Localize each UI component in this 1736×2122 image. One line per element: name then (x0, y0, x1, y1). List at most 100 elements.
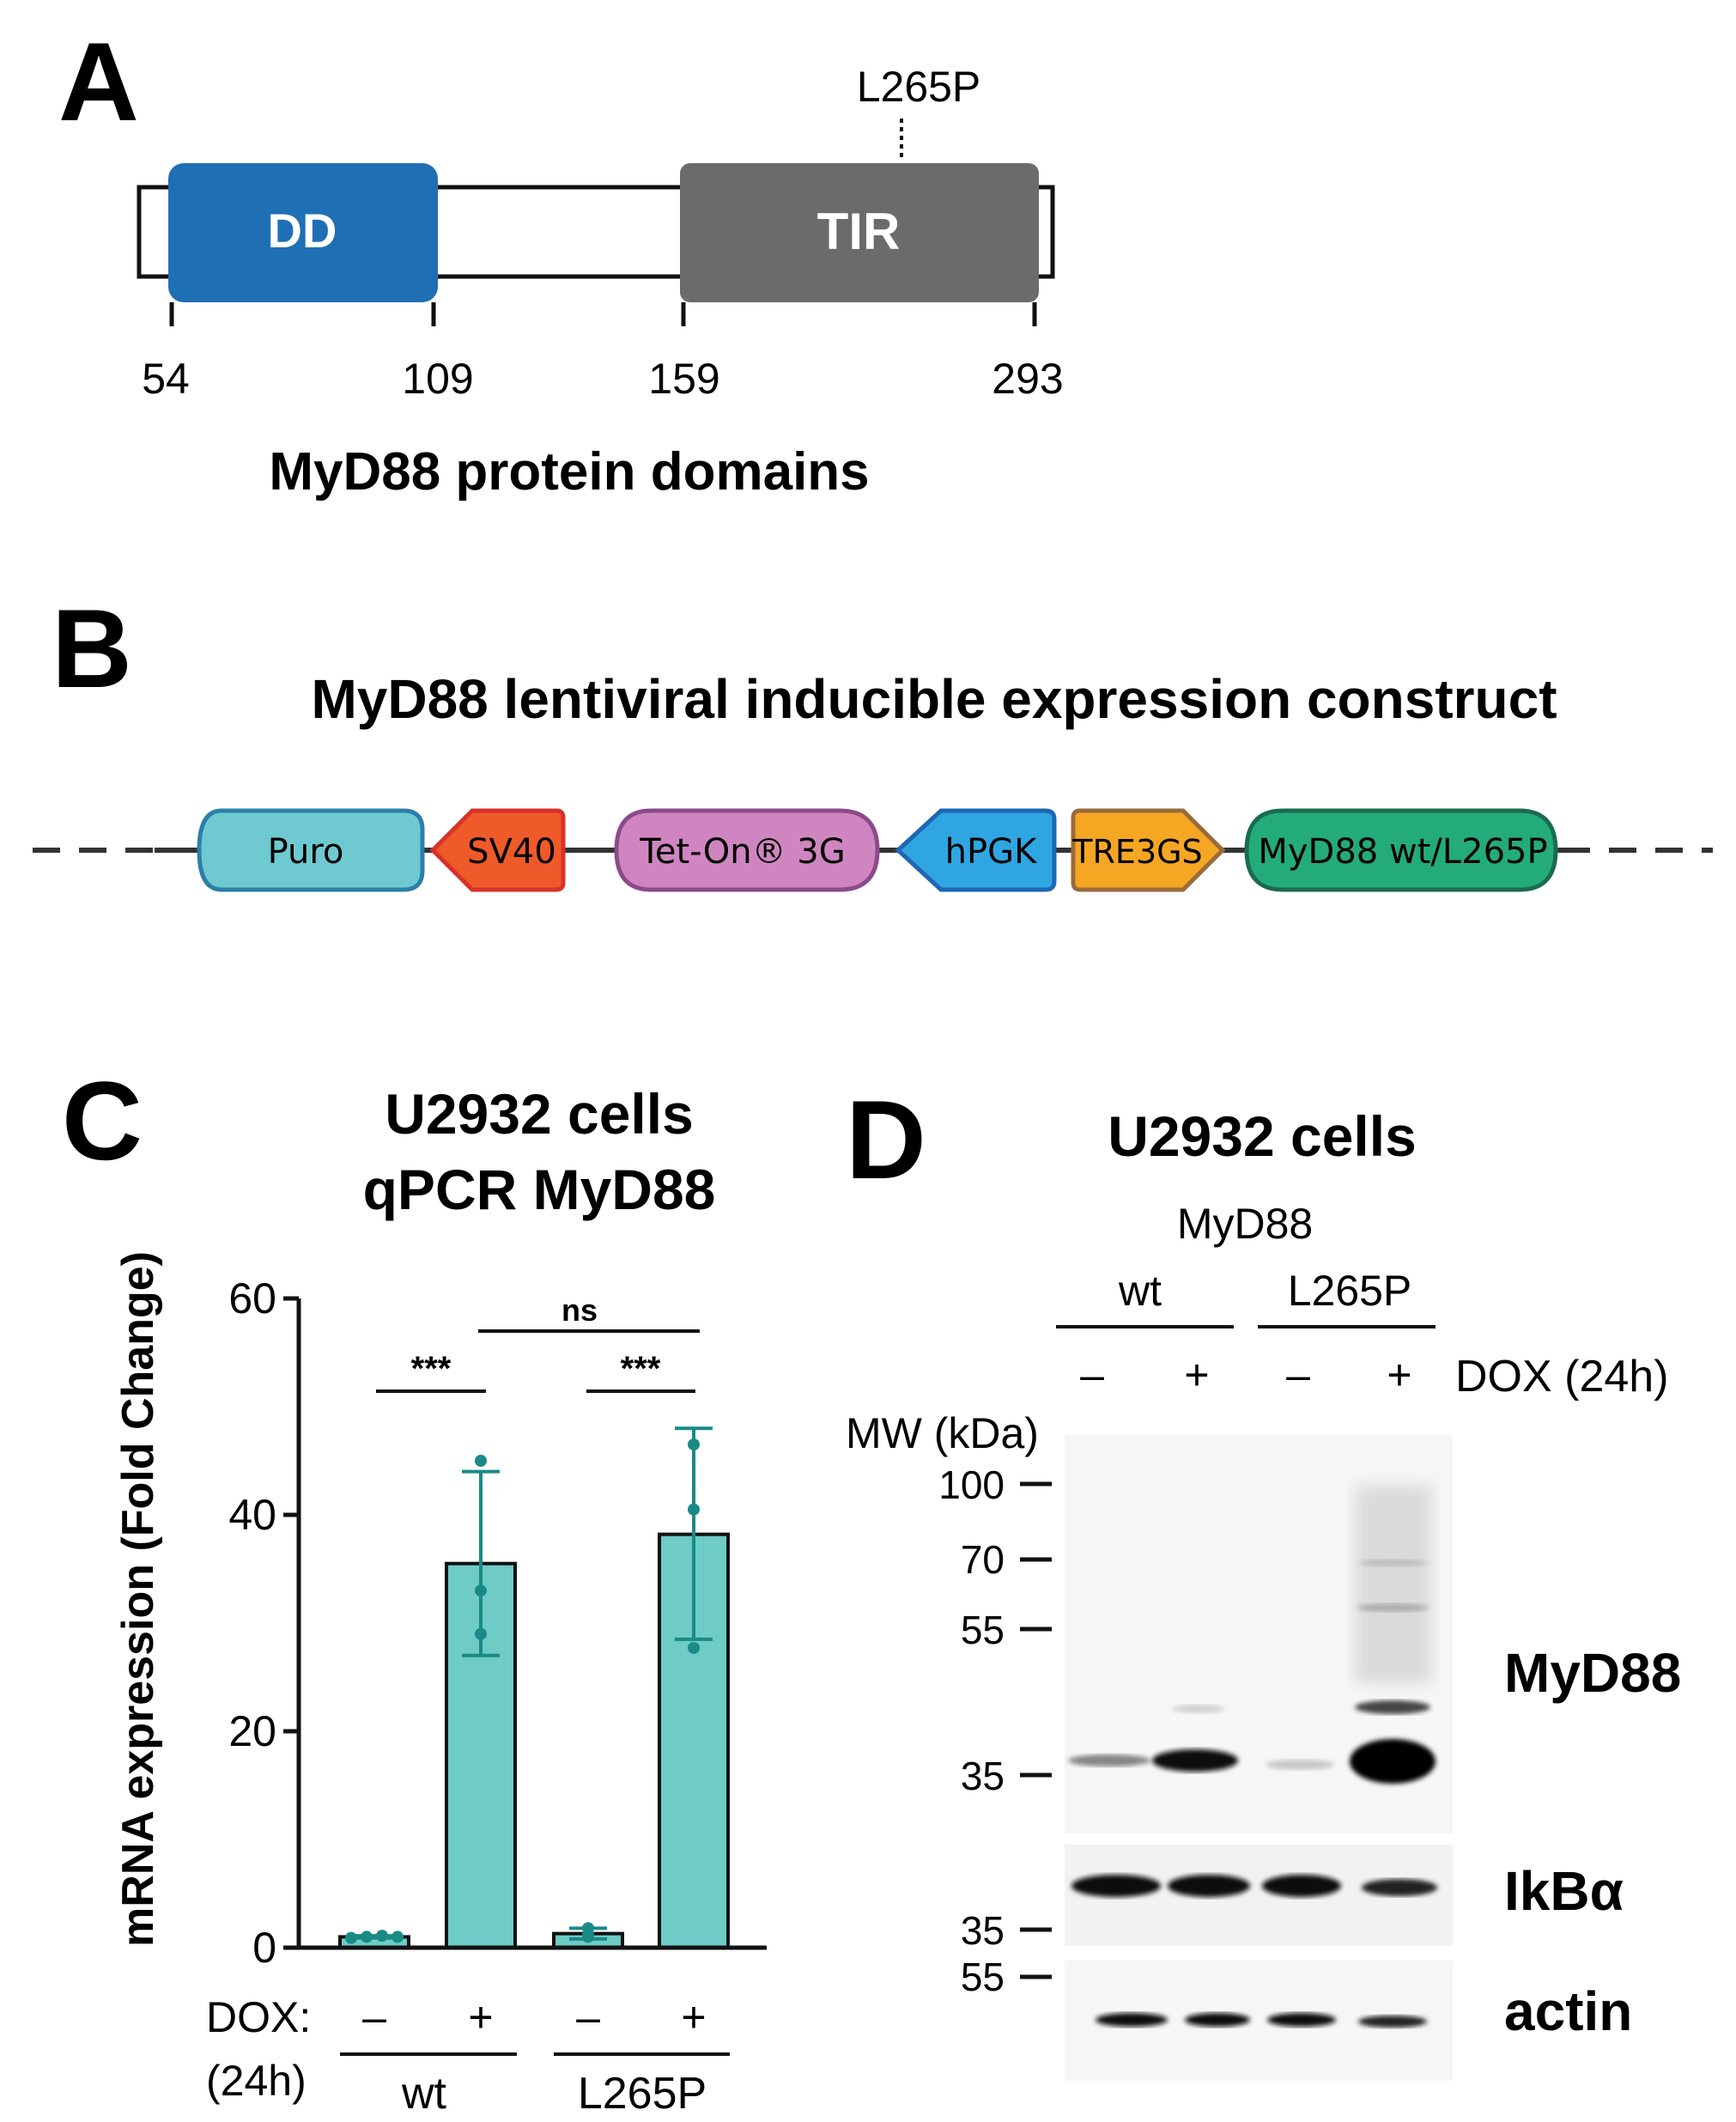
band-myd88-1 (1068, 1754, 1150, 1766)
group-wt: wt (401, 2069, 447, 2119)
data-point (361, 1930, 373, 1943)
blot-dox-3: – (1286, 1351, 1310, 1399)
y-axis-label: mRNA expression (Fold Change) (113, 1251, 163, 1947)
pos-159: 159 (648, 355, 719, 403)
panel-d: D U2932 cells MyD88 wt L265P – + – + DOX… (846, 1077, 1681, 2081)
mutation-label: L265P (857, 63, 981, 111)
panel-c-title-1: U2932 cells (385, 1082, 694, 1146)
ikba-bands (1071, 1875, 1437, 1897)
mw-70: 70 (961, 1537, 1005, 1582)
band-myd88-2-faint (1173, 1705, 1224, 1713)
data-point (475, 1627, 487, 1640)
blot-header: MyD88 (1177, 1200, 1313, 1248)
puro-element (197, 808, 425, 892)
myd88-bands (1068, 1486, 1436, 1784)
dox-sign-2: + (468, 1993, 493, 2041)
dox-label: DOX: (206, 1993, 311, 2041)
panel-c-letter: C (62, 1058, 143, 1183)
panel-b-letter: B (52, 586, 132, 711)
panel-b: B MyD88 lentiviral inducible expression … (33, 586, 1713, 892)
band-actin-3 (1267, 2013, 1336, 2027)
data-point (688, 1641, 700, 1654)
data-point (688, 1503, 700, 1516)
y-tick-label: 40 (228, 1491, 276, 1539)
panel-c: C U2932 cells qPCR MyD88 mRNA expression… (62, 1058, 767, 2119)
panel-d-letter: D (846, 1077, 926, 1202)
sig-between: ns (561, 1292, 598, 1328)
dox-sign-4: + (681, 1993, 706, 2041)
y-tick-label: 20 (228, 1707, 276, 1755)
actin-bands (1096, 2013, 1427, 2028)
panel-d-title: U2932 cells (1108, 1104, 1417, 1168)
panel-b-title: MyD88 lentiviral inducible expression co… (311, 668, 1557, 730)
blot-dox-2: + (1184, 1351, 1209, 1399)
mw-mid-35: 35 (961, 1908, 1005, 1953)
pos-54: 54 (142, 355, 190, 403)
panel-a-caption: MyD88 protein domains (269, 442, 869, 502)
band-ikba-1 (1071, 1875, 1161, 1897)
group-l265p: L265P (578, 2069, 707, 2119)
blot-dox-4: + (1387, 1351, 1411, 1399)
dox-sign-1: – (362, 1993, 386, 2041)
band-ikba-2 (1168, 1875, 1250, 1897)
data-point (475, 1584, 487, 1597)
myd88-label: MyD88 wt/L265P (1258, 832, 1547, 872)
smear-myd88-4 (1355, 1486, 1432, 1683)
mw-bot-55: 55 (961, 1955, 1005, 1999)
sig-l265p: *** (621, 1350, 661, 1388)
mw-label: MW (kDa) (846, 1409, 1039, 1457)
dox-sub: (24h) (206, 2057, 307, 2105)
band-ikba-3 (1262, 1875, 1341, 1897)
blot-label-actin: actin (1504, 1980, 1632, 2042)
band-actin-4 (1358, 2016, 1427, 2028)
data-point (582, 1928, 594, 1941)
teton-element (614, 808, 880, 892)
hpgk-label: hPGK (945, 832, 1038, 872)
tre3gs-element (1071, 808, 1226, 892)
band-myd88-3 (1266, 1760, 1334, 1770)
data-point (376, 1930, 388, 1943)
tir-label: TIR (817, 203, 901, 260)
sv40-element (429, 808, 566, 892)
error-bars (355, 1426, 713, 1941)
data-points (345, 1438, 700, 1944)
bar-series (338, 1532, 730, 1950)
band-myd88-4-hmw-2 (1358, 1560, 1427, 1566)
panel-c-title-2: qPCR MyD88 (363, 1158, 716, 1221)
data-point (475, 1455, 487, 1467)
panel-a: A L265P DD TIR 54 109 159 293 MyD88 prot… (58, 19, 1064, 502)
band-myd88-4 (1350, 1739, 1436, 1784)
band-actin-1 (1096, 2013, 1168, 2027)
mw-35: 35 (961, 1754, 1005, 1798)
blot-group-l265p: L265P (1288, 1267, 1412, 1315)
data-point (392, 1930, 404, 1943)
sv40-label: SV40 (467, 832, 556, 872)
teton-label: Tet-On® 3G (639, 832, 845, 872)
dox-sign-3: – (576, 1993, 600, 2041)
band-ikba-4 (1362, 1879, 1437, 1896)
pos-109: 109 (402, 355, 473, 403)
band-actin-2 (1185, 2013, 1250, 2027)
dd-domain (168, 163, 438, 302)
band-myd88-4-hmw (1357, 1603, 1429, 1612)
blot-label-ikba: IkBα (1504, 1860, 1624, 1922)
blot-dox-1: – (1080, 1351, 1104, 1399)
blot-group-wt: wt (1118, 1267, 1162, 1315)
panel-a-letter: A (58, 19, 139, 144)
y-tick-label: 0 (252, 1924, 276, 1972)
mw-55: 55 (961, 1608, 1005, 1652)
dd-label: DD (268, 204, 337, 258)
blot-label-myd88: MyD88 (1504, 1642, 1681, 1704)
myd88-element (1244, 808, 1558, 892)
mw-100: 100 (938, 1462, 1005, 1507)
data-point (688, 1438, 700, 1451)
y-axis: 0 20 40 60 (228, 1274, 301, 1972)
data-point (345, 1931, 357, 1944)
band-myd88-2 (1152, 1749, 1238, 1772)
y-tick-label: 60 (228, 1274, 276, 1322)
band-myd88-4-dimer (1355, 1700, 1430, 1714)
pos-293: 293 (992, 355, 1063, 403)
tre3gs-label: TRE3GS (1071, 833, 1202, 871)
sig-wt: *** (411, 1350, 452, 1388)
